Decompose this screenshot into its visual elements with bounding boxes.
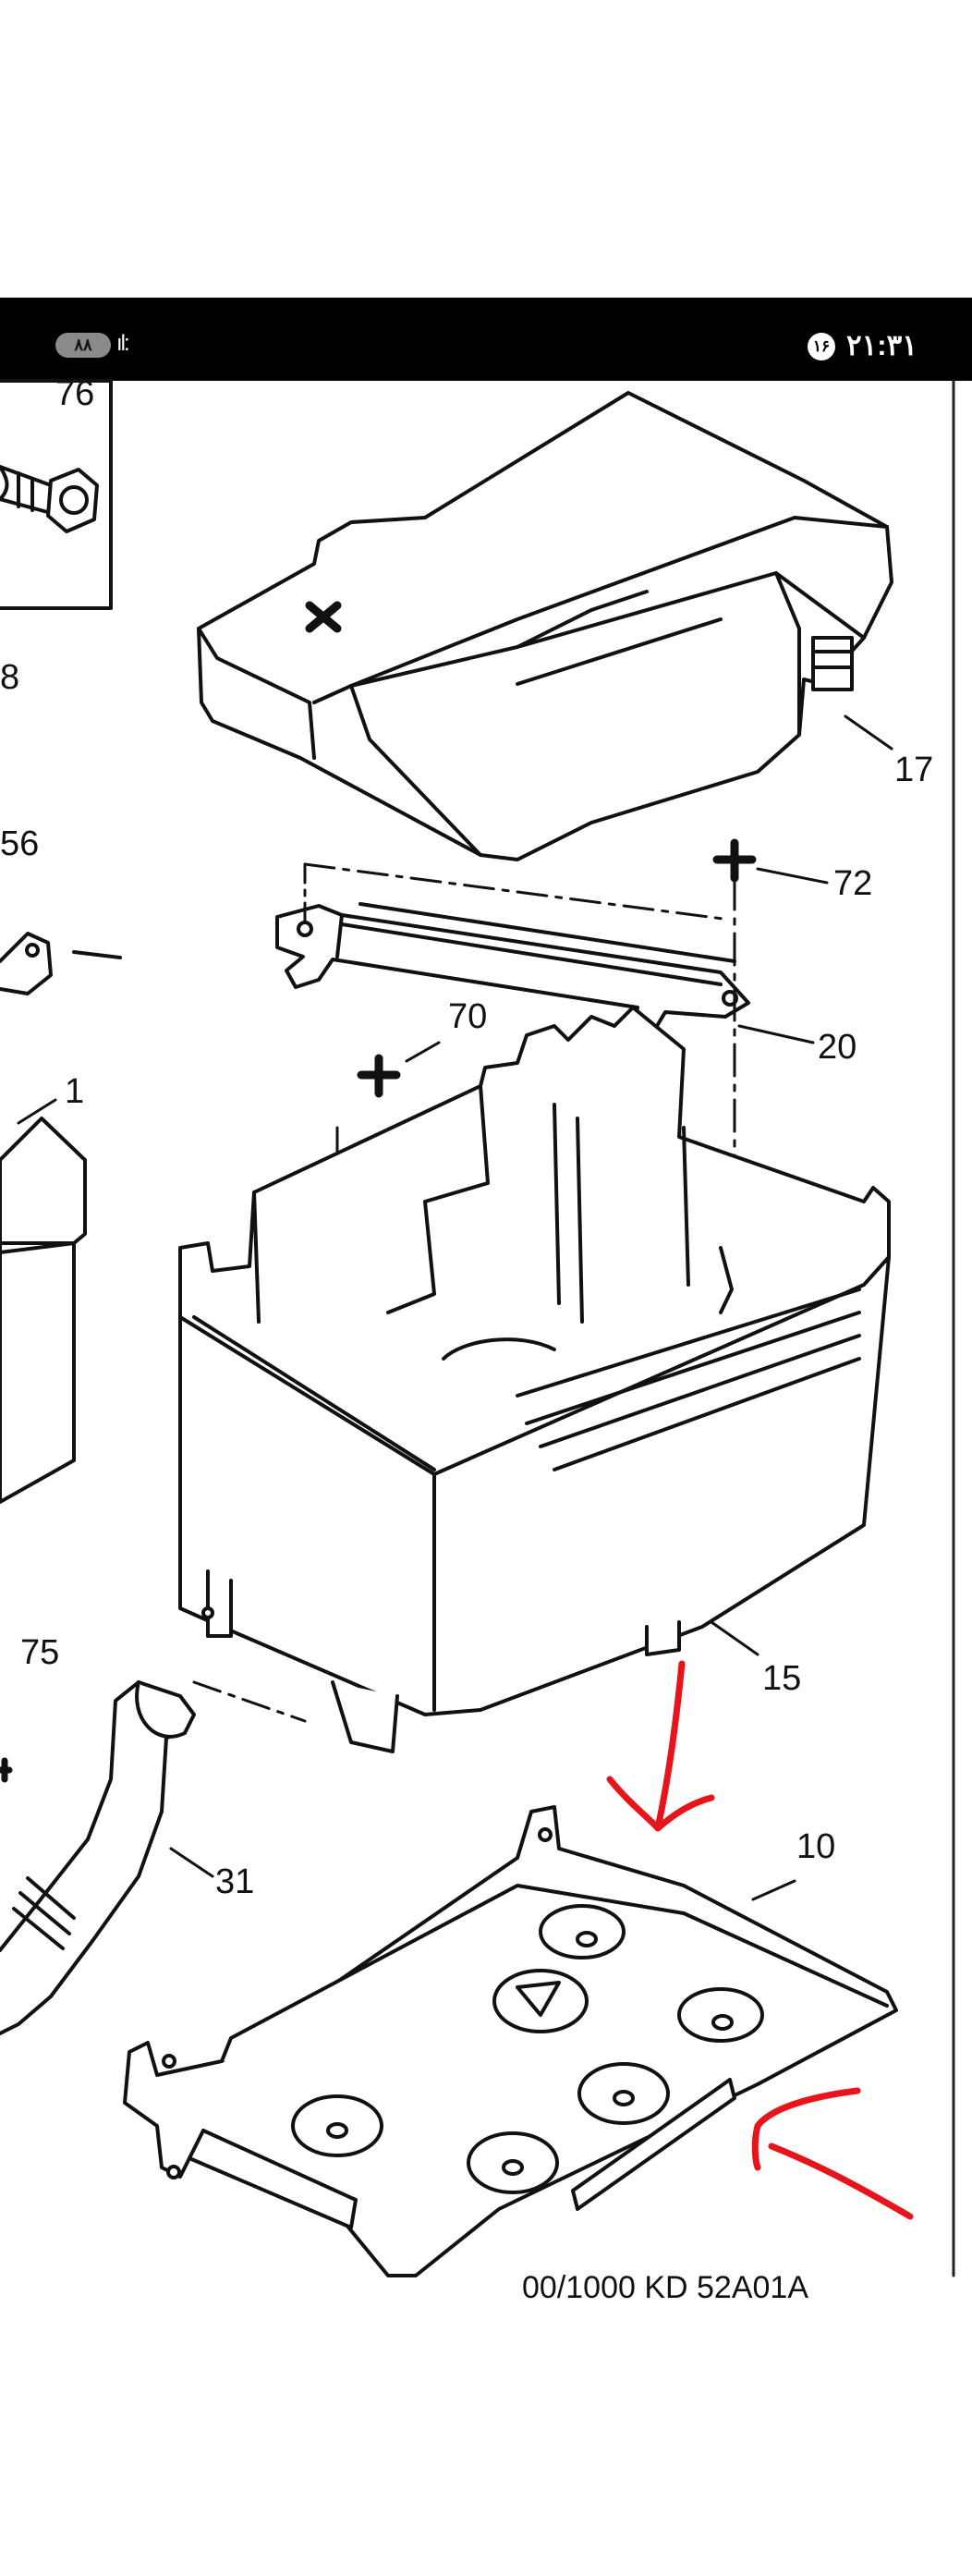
battery bbox=[0, 932, 122, 1504]
callout-labels: 76 8 56 1 75 17 72 20 70 15 31 10 00/100… bbox=[0, 374, 933, 2305]
notification-count-badge: ۱۶ bbox=[808, 333, 835, 360]
label-31: 31 bbox=[215, 1862, 254, 1901]
leader-lines bbox=[17, 714, 893, 1901]
bolt-72-cross bbox=[712, 838, 757, 883]
vent-duct bbox=[0, 1680, 196, 2035]
status-time: ۲۱:۳۱ bbox=[846, 329, 917, 361]
label-8: 8 bbox=[0, 658, 19, 697]
red-arrow-diagonal bbox=[751, 2087, 914, 2220]
label-76: 76 bbox=[55, 374, 94, 413]
label-70: 70 bbox=[448, 997, 487, 1036]
battery-tray bbox=[123, 1805, 898, 2277]
hold-down-bracket bbox=[275, 862, 750, 1037]
footer-code: 00/1000 KD 52A01A bbox=[522, 2270, 808, 2305]
label-75: 75 bbox=[20, 1633, 59, 1672]
label-72: 72 bbox=[833, 864, 872, 903]
battery-cover bbox=[197, 391, 893, 861]
label-15: 15 bbox=[762, 1659, 801, 1698]
clip-75 bbox=[0, 1757, 13, 1783]
data-saver-badge: ۸۸ bbox=[55, 333, 111, 358]
label-10: 10 bbox=[796, 1827, 835, 1866]
status-bar: ۸۸ ıl: ۱۶ ۲۱:۳۱ bbox=[0, 298, 972, 381]
label-1: 1 bbox=[65, 1072, 84, 1111]
bolt-70-cross bbox=[357, 1054, 401, 1098]
label-56: 56 bbox=[0, 824, 39, 863]
label-17: 17 bbox=[894, 751, 933, 789]
battery-tray-parts-diagram: 76 8 56 1 75 17 72 20 70 15 31 10 00/100… bbox=[0, 374, 955, 2305]
label-20: 20 bbox=[818, 1028, 857, 1067]
signal-wifi-icon: ıl: bbox=[116, 331, 130, 356]
red-arrow-down bbox=[606, 1660, 715, 1832]
battery-box bbox=[178, 1006, 891, 1753]
bolt-inset bbox=[0, 379, 113, 610]
